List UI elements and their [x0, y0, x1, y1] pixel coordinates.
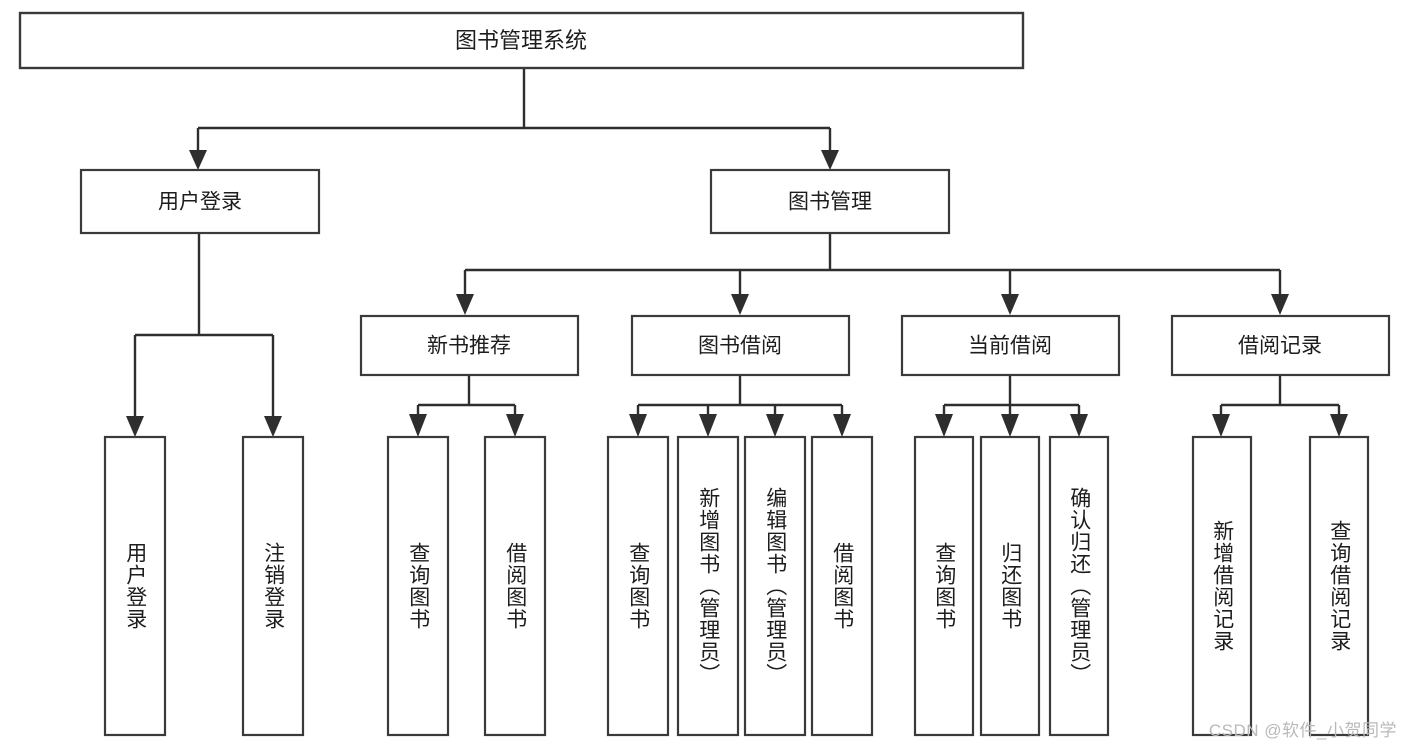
arrow-head-icon: [456, 294, 474, 315]
node-label-user-login: 用户登录: [158, 191, 242, 214]
leaf-box-logout-login[interactable]: [241, 435, 305, 737]
connector-newbook-to-leaves: [409, 375, 524, 437]
leaf-box-query-book-2[interactable]: [606, 435, 670, 737]
connector-borrowrecord-to-leaves: [1212, 375, 1348, 437]
arrow-head-icon: [699, 414, 717, 437]
leaf-box-return-book[interactable]: [979, 435, 1041, 737]
connector-root-to-level2: [189, 68, 839, 170]
arrow-head-icon: [766, 414, 784, 437]
arrow-head-icon: [409, 414, 427, 437]
leaf-box-borrow-book-1[interactable]: [483, 435, 547, 737]
arrow-head-icon: [126, 416, 144, 437]
node-label-root: 图书管理系统: [455, 28, 587, 53]
node-root-system[interactable]: 图书管理系统: [18, 11, 1025, 70]
arrow-head-icon: [1070, 414, 1088, 437]
connector-userlogin-to-leaves: [126, 233, 282, 437]
node-label-current-borrow: 当前借阅: [968, 335, 1052, 358]
leaf-box-add-borrow-record[interactable]: [1191, 435, 1253, 737]
node-label-borrow-record: 借阅记录: [1238, 335, 1322, 358]
arrow-head-icon: [264, 416, 282, 437]
node-label-book-management: 图书管理: [788, 191, 872, 214]
connector-bookmgmt-to-level3: [456, 233, 1289, 315]
arrow-head-icon: [833, 414, 851, 437]
node-label-book-borrow: 图书借阅: [698, 335, 782, 358]
connector-currentborrow-to-leaves: [935, 375, 1088, 437]
arrow-head-icon: [506, 414, 524, 437]
leaf-boxes-book-borrow: [606, 435, 874, 737]
node-book-borrow[interactable]: 图书借阅: [630, 314, 851, 377]
node-user-login[interactable]: 用户登录: [79, 168, 321, 235]
arrow-head-icon: [1212, 414, 1230, 437]
leaf-box-borrow-book-2[interactable]: [810, 435, 874, 737]
arrow-head-icon: [189, 150, 207, 170]
leaf-boxes-new-book-recommend: [386, 435, 547, 737]
leaf-boxes-current-borrow: [913, 435, 1110, 737]
leaf-box-edit-book-admin[interactable]: [743, 435, 807, 737]
leaf-box-query-borrow-record[interactable]: [1308, 435, 1370, 737]
leaf-box-add-book-admin[interactable]: [676, 435, 740, 737]
leaf-box-query-book-3[interactable]: [913, 435, 975, 737]
arrow-head-icon: [629, 414, 647, 437]
arrow-head-icon: [935, 414, 953, 437]
node-borrow-record[interactable]: 借阅记录: [1170, 314, 1391, 377]
connector-bookborrow-to-leaves: [629, 375, 851, 437]
leaf-box-user-login[interactable]: [103, 435, 167, 737]
leaf-box-query-book-1[interactable]: [386, 435, 450, 737]
arrow-head-icon: [731, 294, 749, 315]
arrow-head-icon: [1271, 294, 1289, 315]
node-book-management[interactable]: 图书管理: [709, 168, 951, 235]
leaf-box-confirm-return-admin[interactable]: [1048, 435, 1110, 737]
arrow-head-icon: [1001, 414, 1019, 437]
node-current-borrow[interactable]: 当前借阅: [900, 314, 1121, 377]
arrow-head-icon: [1330, 414, 1348, 437]
node-label-new-book-recommend: 新书推荐: [427, 335, 511, 358]
arrow-head-icon: [821, 150, 839, 170]
arrow-head-icon: [1001, 294, 1019, 315]
node-new-book-recommend[interactable]: 新书推荐: [359, 314, 580, 377]
leaf-boxes-user-login: [103, 435, 305, 737]
watermark-text: CSDN @软件_小贺同学: [1208, 721, 1397, 740]
leaf-boxes-borrow-record: [1191, 435, 1370, 737]
